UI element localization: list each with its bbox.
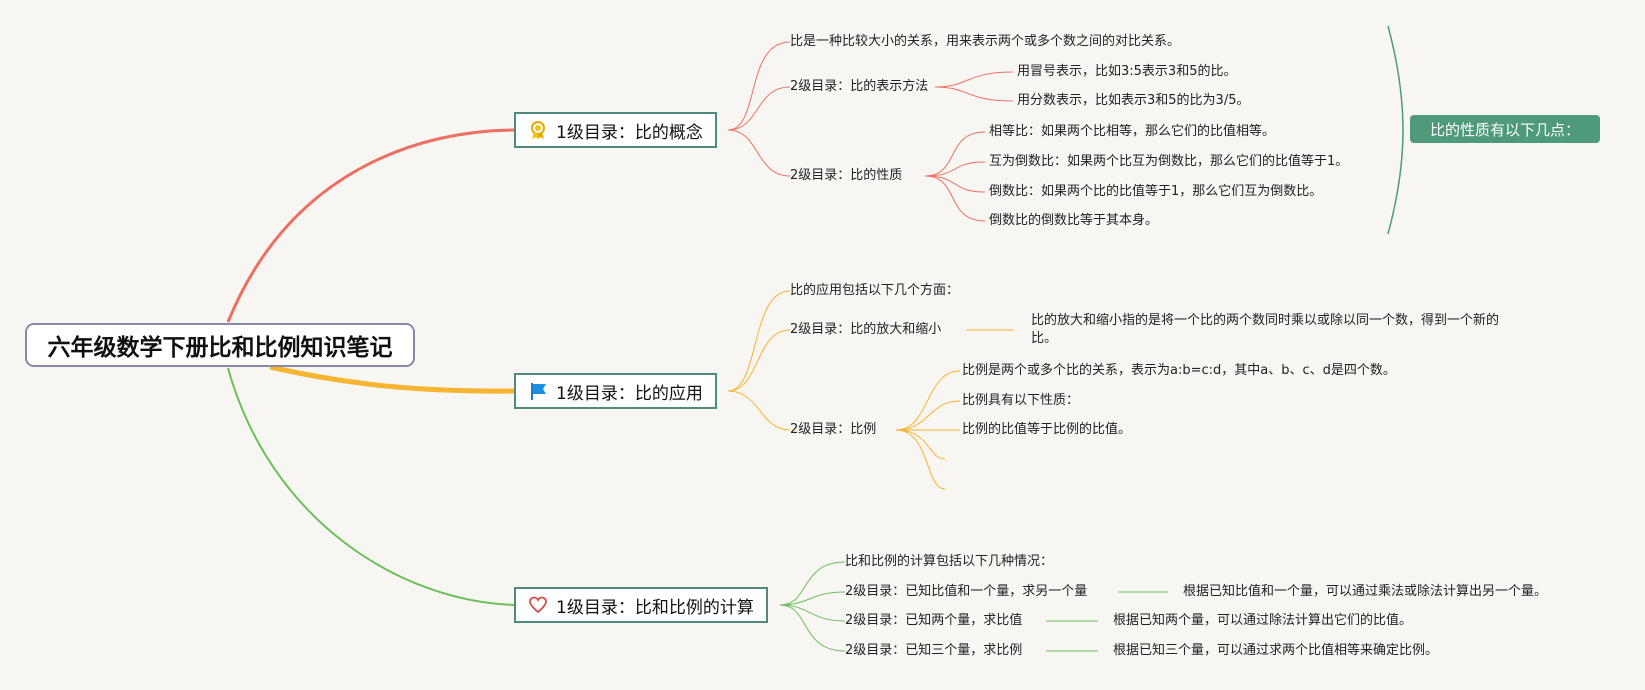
calc-case-topic[interactable]: 2级目录：已知两个量，求比值 <box>845 613 1023 628</box>
root-topic[interactable]: 六年级数学下册比和比例知识笔记 <box>25 323 415 367</box>
concept-props-item[interactable]: 倒数比：如果两个比的比值等于1，那么它们互为倒数比。 <box>989 184 1323 199</box>
root-title: 六年级数学下册比和比例知识笔记 <box>47 335 393 361</box>
application-scale-detail[interactable]: 比的放大和缩小指的是将一个比的两个数同时乘以或除以同一个数，得到一个新的比。 <box>1031 313 1500 346</box>
link-root-concept <box>226 128 517 323</box>
award-ribbon-icon <box>528 120 548 140</box>
calc-case-detail[interactable]: 根据已知两个量，可以通过除法计算出它们的比值。 <box>1113 613 1413 628</box>
flag-icon <box>528 381 548 401</box>
application-scale-topic[interactable]: 2级目录：比的放大和缩小 <box>790 322 942 337</box>
application-proportion-item[interactable]: 比例的比值等于比例的比值。 <box>962 422 1132 437</box>
topic-application-label: 1级目录：比的应用 <box>556 383 703 404</box>
link-root-calc <box>227 367 517 606</box>
concept-repr-item[interactable]: 用冒号表示，比如3:5表示3和5的比。 <box>1017 64 1237 79</box>
topic-application[interactable]: 1级目录：比的应用 <box>514 373 717 409</box>
concept-props-topic[interactable]: 2级目录：比的性质 <box>790 168 903 183</box>
calc-case-detail[interactable]: 根据已知比值和一个量，可以通过乘法或除法计算出另一个量。 <box>1183 584 1548 599</box>
link-root-application <box>269 364 517 394</box>
concept-props-item[interactable]: 相等比：如果两个比相等，那么它们的比值相等。 <box>989 124 1276 139</box>
heart-icon <box>528 595 548 615</box>
calc-case-detail[interactable]: 根据已知三个量，可以通过求两个比值相等来确定比例。 <box>1113 643 1439 658</box>
topic-calc-label: 1级目录：比和比例的计算 <box>556 597 754 618</box>
calc-intro[interactable]: 比和比例的计算包括以下几种情况： <box>845 554 1054 569</box>
application-proportion-topic[interactable]: 2级目录：比例 <box>790 422 877 437</box>
calc-case-topic[interactable]: 2级目录：已知比值和一个量，求另一个量 <box>845 584 1088 599</box>
topic-calc[interactable]: 1级目录：比和比例的计算 <box>514 587 768 623</box>
summary-brace <box>1387 25 1404 235</box>
concept-props-item[interactable]: 互为倒数比：如果两个比互为倒数比，那么它们的比值等于1。 <box>989 154 1349 169</box>
summary-label: 比的性质有以下几点： <box>1429 120 1580 139</box>
concept-repr-topic[interactable]: 2级目录：比的表示方法 <box>790 79 929 94</box>
application-intro[interactable]: 比的应用包括以下几个方面： <box>790 283 960 298</box>
concept-props-item[interactable]: 倒数比的倒数比等于其本身。 <box>989 213 1159 228</box>
application-proportion-item[interactable]: 比例是两个或多个比的关系，表示为a:b=c:d，其中a、b、c、d是四个数。 <box>962 363 1396 378</box>
concept-intro[interactable]: 比是一种比较大小的关系，用来表示两个或多个数之间的对比关系。 <box>790 34 1181 49</box>
calc-case-topic[interactable]: 2级目录：已知三个量，求比例 <box>845 643 1023 658</box>
topic-concept-label: 1级目录：比的概念 <box>556 122 703 143</box>
application-proportion-item[interactable]: 比例具有以下性质： <box>962 393 1080 408</box>
concept-repr-item[interactable]: 用分数表示，比如表示3和5的比为3/5。 <box>1017 93 1250 108</box>
summary-topic[interactable]: 比的性质有以下几点： <box>1410 115 1600 143</box>
topic-concept[interactable]: 1级目录：比的概念 <box>514 112 717 148</box>
